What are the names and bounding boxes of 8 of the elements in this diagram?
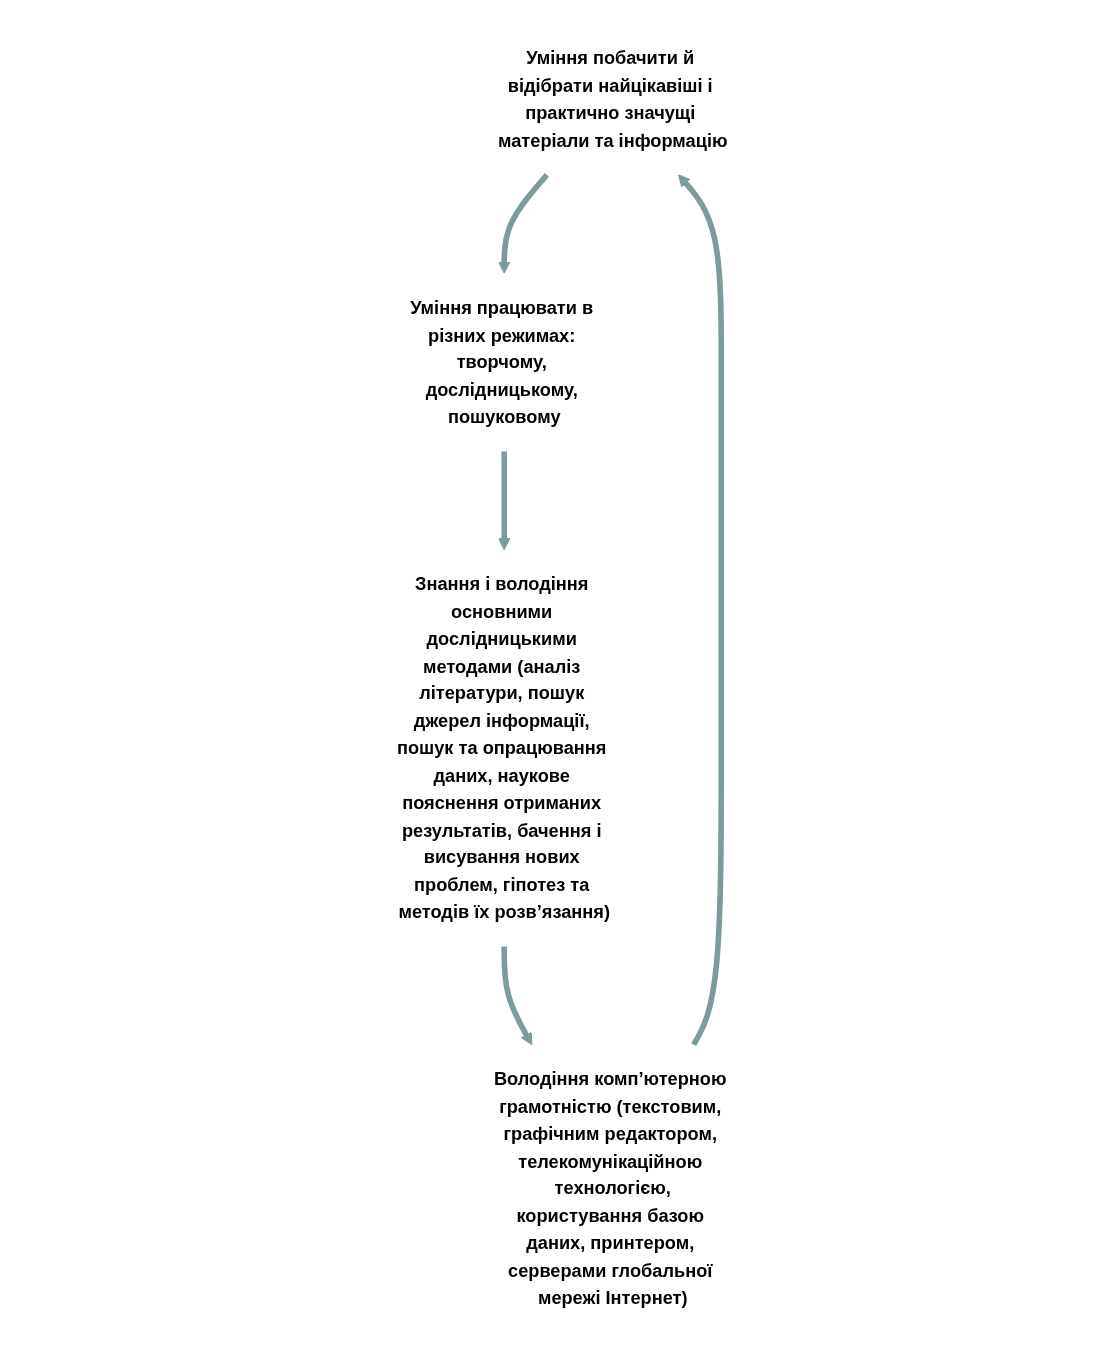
node-text: Знання і володіння основними дослідницькими методами (аналіз літератури, пошук джерел інформації, пошук та опрацювання даних, наукове пояснення отриманих результатів, бачення і висування нових проблем, гіпотез та методів їх розв’язання) [396, 573, 610, 922]
node-text: Уміння побачити й відібрати найцікавіші і практично значущі матеріали та інформацію [497, 47, 727, 151]
node-text: Уміння працювати в різних режимах: творчому, дослідницькому, пошуковому [409, 296, 593, 427]
arrow [497, 173, 549, 274]
arrow [497, 451, 510, 551]
node-text: Володіння комп’ютерною грамотністю (текстовим, графічним редактором, телекомунікаційною технологією, користування базою даних, принтером, серверами глобальної мережі Інтернет) [493, 1068, 726, 1308]
arrow [677, 174, 724, 1046]
arrow [500, 946, 532, 1046]
